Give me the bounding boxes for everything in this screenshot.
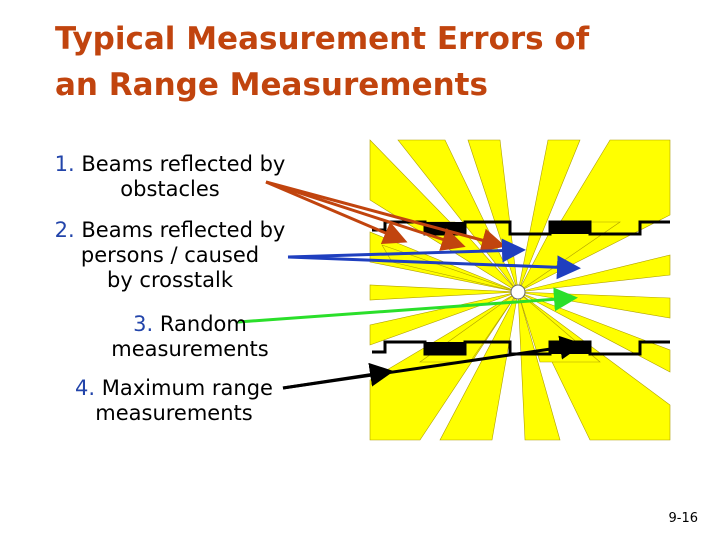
item-line: persons / caused [80, 243, 260, 267]
arrow-crosstalk [287, 255, 581, 280]
title-line-1: Typical Measurement Errors of [55, 21, 590, 57]
error-item-2: 2. Beams reflected by persons / caused b… [32, 218, 308, 293]
arrow-obstacle-reflection [265, 180, 506, 252]
lower-wall [372, 340, 670, 356]
item-number: 4. [75, 376, 96, 400]
arrow-random [237, 287, 578, 324]
beam [517, 291, 561, 441]
item-line: Beams reflected by [81, 218, 286, 242]
error-arrows [237, 180, 584, 390]
item-line: Random [159, 312, 247, 336]
item-line: Maximum range [101, 376, 273, 400]
arrow-obstacle-reflection [265, 180, 408, 244]
error-item-1: 1. Beams reflected by obstacles [32, 152, 308, 202]
robot-sensor [510, 284, 526, 300]
arrow-crosstalk [287, 238, 526, 263]
upper-obstacle [425, 222, 465, 234]
beam [397, 139, 519, 293]
item-line: by crosstalk [107, 268, 233, 292]
item-line: obstacles [120, 177, 220, 201]
error-item-4: 4. Maximum range measurements [50, 376, 298, 426]
page-number: 9-16 [668, 511, 698, 526]
item-number: 2. [54, 218, 75, 242]
arrow-obstacle-reflection [265, 180, 466, 251]
upper-obstacle [550, 222, 590, 234]
item-number: 3. [133, 312, 154, 336]
error-item-3: 3. Random measurements [90, 312, 290, 362]
slide-title: Typical Measurement Errors of an Range M… [55, 16, 705, 108]
beam [517, 254, 671, 293]
beam [517, 291, 671, 373]
item-line: measurements [111, 337, 269, 361]
lower-obstacle [425, 342, 465, 354]
item-line: measurements [95, 401, 253, 425]
beam [517, 139, 581, 293]
title-line-2: an Range Measurements [55, 67, 488, 103]
beam [439, 291, 519, 441]
item-number: 1. [54, 152, 75, 176]
item-line: Beams reflected by [81, 152, 286, 176]
beam [369, 284, 519, 301]
arrow-max-range [282, 335, 584, 390]
